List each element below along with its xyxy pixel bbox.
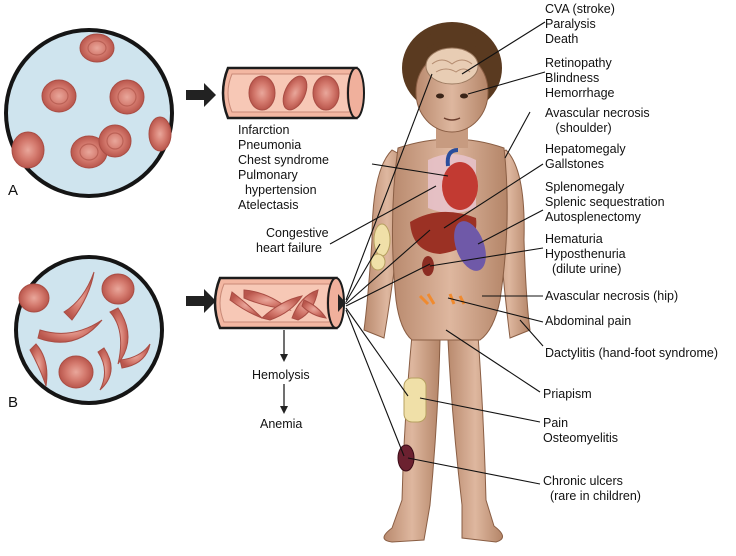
label-splenomegaly: Splenomegaly (545, 180, 625, 194)
label-anemia: Anemia (260, 417, 303, 431)
vessel-a-normal-flow (221, 66, 365, 120)
complication-pulmonary: Pulmonary (238, 168, 298, 182)
label-death: Death (545, 32, 579, 46)
label-congestive: Congestive (266, 226, 329, 240)
complication-atelectasis: Atelectasis (238, 198, 299, 212)
label-splenic-sequestration: Splenic sequestration (545, 195, 665, 209)
label-chronic-ulcers: Chronic ulcers (543, 474, 623, 488)
circle-a-normal-cells (4, 28, 174, 198)
complication-infarction: Infarction (238, 123, 290, 137)
label-hematuria: Hematuria (545, 232, 603, 246)
label-hepatomegaly: Hepatomegaly (545, 142, 626, 156)
child-body-illustration (363, 22, 531, 543)
label-hyposthenuria: Hyposthenuria (545, 247, 626, 261)
label-shoulder: (shoulder) (545, 121, 612, 135)
leader-lines (329, 21, 546, 485)
label-rare-in-children: (rare in children) (543, 489, 641, 503)
label-osteomyelitis: Osteomyelitis (543, 431, 619, 445)
panel-label-b: B (8, 394, 19, 411)
label-autosplenectomy: Autosplenectomy (545, 210, 641, 224)
label-retinopathy: Retinopathy (545, 56, 612, 70)
panel-label-a: A (8, 182, 19, 199)
label-paralysis: Paralysis (545, 17, 596, 31)
label-abdominal-pain: Abdominal pain (545, 314, 632, 328)
complication-hypertension: hypertension (238, 183, 317, 197)
sequence-arrows (280, 330, 288, 414)
label-dactylitis: Dactylitis (hand-foot syndrome) (545, 346, 718, 360)
label-hemorrhage: Hemorrhage (545, 86, 615, 100)
label-heart-failure: heart failure (256, 241, 323, 255)
label-dilute-urine: (dilute urine) (545, 262, 622, 276)
vessel-b-sickle-occlusion (213, 276, 346, 330)
label-avascular-necrosis-shoulder: Avascular necrosis (545, 106, 650, 120)
arrow-a-icon (186, 83, 216, 107)
label-gallstones: Gallstones (545, 157, 605, 171)
complication-chest-syndrome: Chest syndrome (238, 153, 330, 167)
complication-pneumonia: Pneumonia (238, 138, 302, 152)
label-avascular-necrosis-hip: Avascular necrosis (hip) (545, 289, 679, 303)
label-pain: Pain (543, 416, 569, 430)
label-hemolysis: Hemolysis (252, 368, 310, 382)
arrow-b-icon (186, 289, 216, 313)
label-priapism: Priapism (543, 387, 592, 401)
label-cva-stroke: CVA (stroke) (545, 2, 615, 16)
circle-b-sickle-cells (14, 255, 164, 405)
label-blindness: Blindness (545, 71, 600, 85)
